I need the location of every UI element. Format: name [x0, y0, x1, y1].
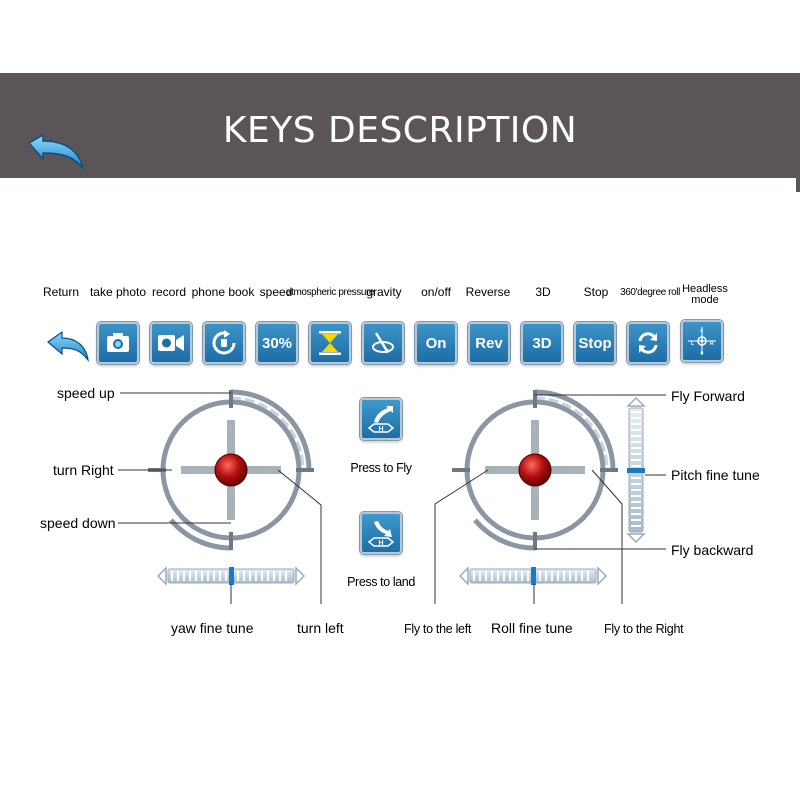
pitch-fine-tune-label: Pitch fine tune: [671, 467, 760, 483]
key-label-stop: Stop: [583, 285, 609, 299]
page-title: KEYS DESCRIPTION: [222, 110, 578, 151]
stop-button[interactable]: Stop: [574, 322, 616, 364]
rotate-icon: [638, 332, 658, 354]
takeoff-icon: H: [367, 406, 395, 433]
speed-button[interactable]: 30%: [256, 322, 298, 364]
left-joystick[interactable]: [148, 389, 314, 551]
roll-fine-tune-label: Roll fine tune: [491, 620, 573, 636]
key-label-headless-mode: Headless mode: [682, 283, 728, 306]
3d-button[interactable]: 3D: [521, 322, 563, 364]
press-to-fly-label: Press to Fly: [350, 461, 412, 475]
key-label-on-off: on/off: [421, 285, 451, 299]
svg-text:B: B: [701, 350, 704, 355]
fly-backward-label: Fly backward: [671, 542, 754, 558]
press-to-land-button[interactable]: H: [360, 512, 402, 554]
landing-icon: H: [367, 521, 395, 547]
headless-mode-button[interactable]: L R F B: [681, 320, 723, 362]
hourglass-icon: [319, 331, 341, 355]
key-label-atmospheric-pressure: atmospheric pressure: [285, 287, 375, 298]
svg-text:H: H: [379, 540, 384, 547]
right-joystick[interactable]: [452, 389, 618, 551]
turn-left-label: turn left: [297, 620, 344, 636]
reverse-button[interactable]: Rev: [468, 322, 510, 364]
left-pointer-lines: [118, 392, 322, 604]
key-label-phone-book: phone book: [191, 285, 255, 299]
fly-to-the-left-label: Fly to the left: [404, 622, 472, 636]
svg-text:H: H: [379, 426, 384, 433]
speed-up-label: speed up: [57, 385, 115, 401]
key-label-gravity: gravity: [366, 285, 402, 299]
svg-text:L: L: [691, 341, 694, 347]
take-photo-button[interactable]: [97, 322, 139, 364]
phone-book-button[interactable]: [203, 322, 245, 364]
360-roll-button[interactable]: [627, 322, 669, 364]
svg-text:R: R: [710, 341, 714, 347]
pitch-trim-indicator: [627, 468, 645, 473]
key-label-speed: speed: [259, 285, 293, 299]
key-label-reverse: Reverse: [465, 285, 511, 299]
compass-icon: L R F B: [688, 327, 716, 355]
roll-trim-indicator: [531, 567, 536, 585]
return-button[interactable]: [44, 328, 90, 364]
key-label-return: Return: [42, 285, 80, 299]
gravity-button[interactable]: [362, 322, 404, 364]
header-banner: KEYS DESCRIPTION: [0, 73, 800, 178]
key-label-3d: 3D: [535, 285, 551, 299]
video-camera-icon: [158, 335, 184, 351]
key-label-take-photo: take photo: [89, 285, 147, 299]
yaw-trim-slider[interactable]: [156, 566, 306, 586]
fly-to-the-right-label: Fly to the Right: [604, 622, 684, 636]
press-to-land-label: Press to land: [347, 575, 415, 589]
svg-text:F: F: [701, 328, 704, 333]
press-to-fly-button[interactable]: H: [360, 398, 402, 440]
back-arrow-icon[interactable]: [23, 133, 87, 173]
pitch-trim-slider[interactable]: [626, 396, 646, 544]
banner-edge: [796, 178, 800, 192]
on-off-button[interactable]: On: [415, 322, 457, 364]
phone-book-icon: [212, 330, 236, 355]
camera-icon: [107, 333, 129, 352]
key-label-record: record: [151, 285, 187, 299]
key-label-360-roll: 360'degree roll: [620, 287, 680, 298]
yaw-fine-tune-label: yaw fine tune: [171, 620, 254, 636]
right-joystick-knob: [518, 453, 552, 487]
gravity-icon: [372, 332, 394, 353]
yaw-trim-indicator: [229, 567, 234, 585]
fly-forward-label: Fly Forward: [671, 388, 745, 404]
speed-down-label: speed down: [40, 515, 116, 531]
turn-right-label: turn Right: [53, 462, 114, 478]
atmospheric-pressure-button[interactable]: [309, 322, 351, 364]
left-joystick-knob: [214, 453, 248, 487]
roll-trim-slider[interactable]: [458, 566, 608, 586]
right-pointer-lines: [434, 394, 666, 604]
record-button[interactable]: [150, 322, 192, 364]
